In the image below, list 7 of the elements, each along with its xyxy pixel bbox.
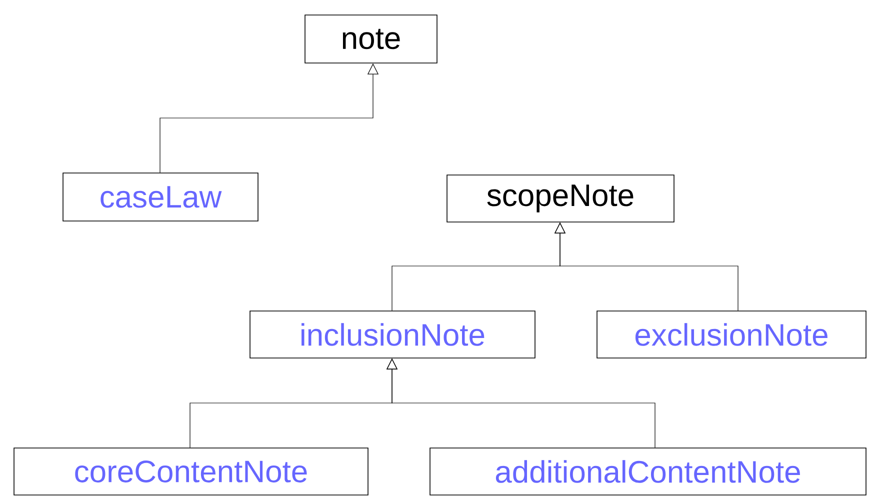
- class-box: exclusionNote: [596, 310, 866, 358]
- class-box: coreContentNote: [14, 448, 368, 496]
- class-box: note: [304, 14, 438, 64]
- class-box: additionalContentNote: [430, 448, 866, 496]
- class-box: scopeNote: [446, 174, 674, 222]
- class-box: inclusionNote: [250, 310, 536, 358]
- class-box: caseLaw: [62, 172, 258, 222]
